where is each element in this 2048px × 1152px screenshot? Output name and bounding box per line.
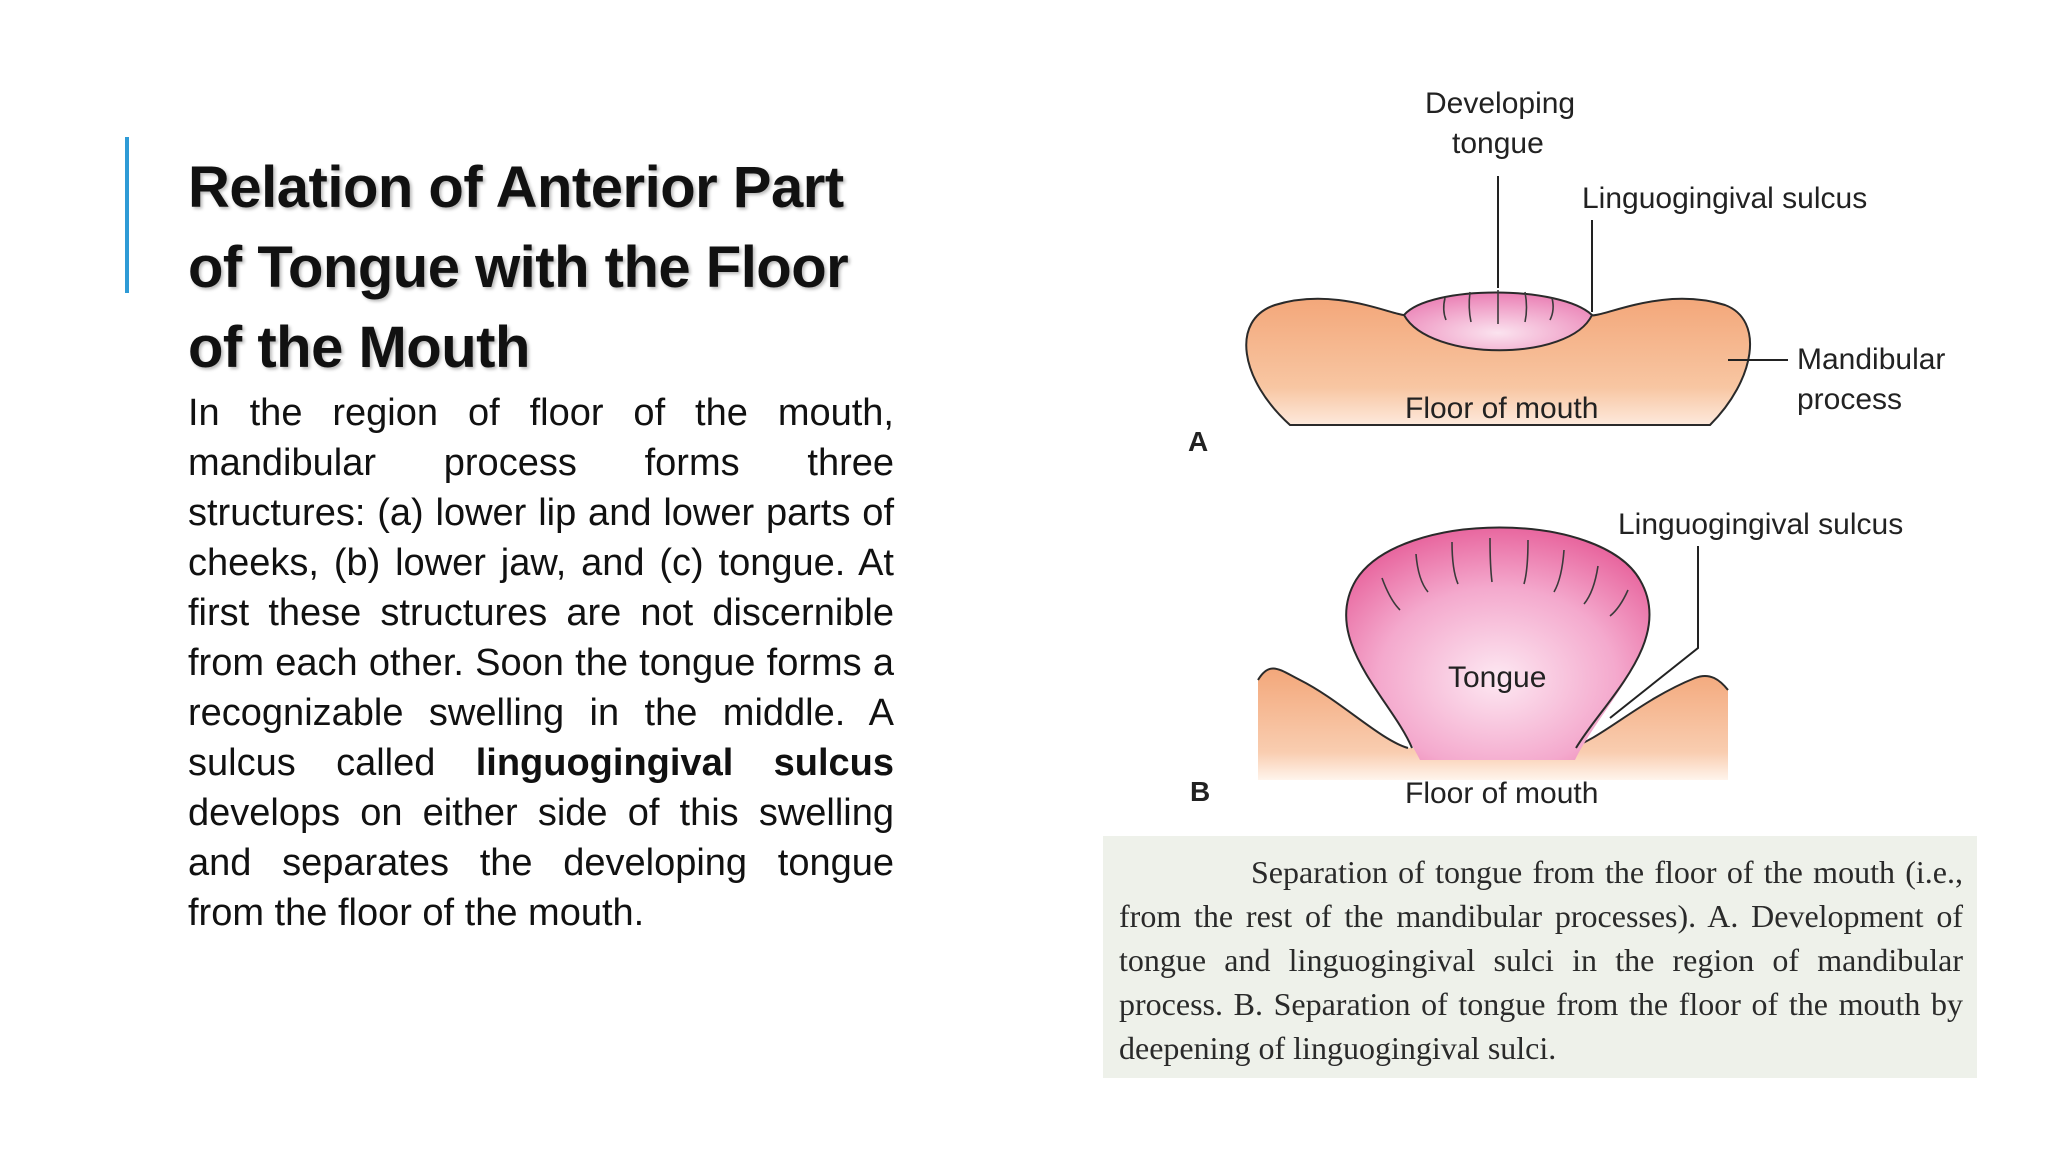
body-text-part1: In the region of floor of the mouth, man… [188, 392, 894, 784]
title-accent-bar [125, 137, 129, 293]
body-paragraph: In the region of floor of the mouth, man… [188, 388, 894, 938]
label-sulcus-b: Linguogingival sulcus [1618, 508, 1904, 541]
body-text-part2: develops on either side of this swelling… [188, 792, 894, 934]
label-developing-line1: Developing [1425, 87, 1576, 120]
label-floor-a: Floor of mouth [1405, 392, 1599, 425]
label-tongue-b: Tongue [1448, 661, 1547, 694]
label-sulcus-a: Linguogingival sulcus [1582, 182, 1868, 215]
body-text-bold-term: linguogingival sulcus [475, 742, 894, 784]
label-floor-b: Floor of mouth [1405, 777, 1599, 810]
label-developing-line2: tongue [1452, 127, 1544, 160]
panel-a-tongue-ridges [1442, 290, 1554, 324]
tongue-development-figure: Developing tongue Linguogingival sulcus … [1100, 80, 1980, 840]
figure-drawing [1245, 176, 1788, 780]
panel-b-sulcus-leader [1609, 546, 1699, 719]
slide-title: Relation of Anterior Part of Tongue with… [188, 155, 849, 380]
panel-b-tongue-ridges [1381, 537, 1629, 617]
panel-b-letter: B [1190, 776, 1211, 807]
figure-caption-box: Separation of tongue from the floor of t… [1103, 836, 1977, 1078]
panel-b-tongue [1345, 527, 1650, 760]
panel-a-letter: A [1188, 426, 1209, 457]
figure-caption: Separation of tongue from the floor of t… [1119, 854, 1963, 1066]
label-mandibular-line1: Mandibular [1797, 343, 1946, 376]
label-mandibular-line2: process [1797, 383, 1903, 416]
